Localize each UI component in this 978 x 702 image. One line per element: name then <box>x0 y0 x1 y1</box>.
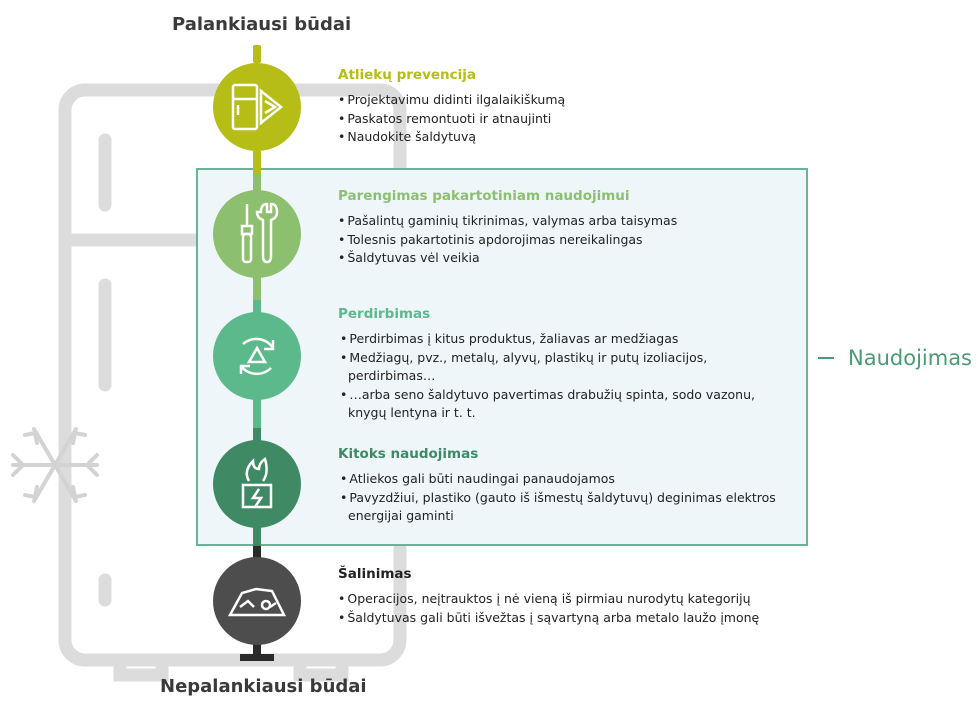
stage-title: Šalinimas <box>338 566 412 582</box>
fridge-recycle-icon <box>231 83 284 131</box>
connector-1 <box>253 45 261 63</box>
connector-6 <box>253 396 261 444</box>
recycling-arrows-icon <box>239 337 275 376</box>
screwdriver-wrench-icon <box>240 202 279 264</box>
side-dash <box>818 357 834 359</box>
connector-7 <box>253 428 261 446</box>
stage-item: Naudokite šaldytuvą <box>338 128 565 147</box>
stage-other-use: Kitoks naudojimas Atliekos gali būti nau… <box>338 446 788 526</box>
reuse-circle <box>213 190 301 278</box>
stage-title: Kitoks naudojimas <box>338 446 479 462</box>
stage-prevention: Atliekų prevencija Projektavimu didinti … <box>338 67 565 147</box>
recycling-circle <box>213 312 301 400</box>
stage-item: …arba seno šaldytuvo pavertimas drabužių… <box>338 386 768 423</box>
stage-item: Projektavimu didinti ilgalaikiškumą <box>338 91 565 110</box>
connector-4 <box>253 268 261 312</box>
stage-title: Atliekų prevencija <box>338 67 477 83</box>
stage-item: Paskatos remontuoti ir atnaujinti <box>338 110 565 129</box>
usage-side-label: Naudojimas <box>818 346 972 370</box>
stage-title: Perdirbimas <box>338 306 431 322</box>
stage-item: Medžiagų, pvz., metalų, alyvų, plastikų … <box>338 349 768 386</box>
landfill-icon <box>227 587 287 617</box>
stage-item: Tolesnis pakartotinis apdorojimas nereik… <box>338 231 677 250</box>
stage-item: Šaldytuvas gali būti išvežtas į sąvartyn… <box>338 609 759 628</box>
connector-5 <box>253 300 261 320</box>
stage-item: Operacijos, neįtrauktos į nė vieną iš pi… <box>338 590 759 609</box>
connector-8 <box>253 520 261 560</box>
stage-disposal: Šalinimas Operacijos, neįtrauktos į nė v… <box>338 566 759 627</box>
bottom-title: Nepalankiausi būdai <box>160 676 367 697</box>
side-label-text: Naudojimas <box>848 346 973 370</box>
snowflake-icon <box>11 427 99 503</box>
top-title: Palankiausi būdai <box>172 14 352 35</box>
stage-item: Šaldytuvas vėl veikia <box>338 249 677 268</box>
connector-3 <box>253 174 261 196</box>
disposal-circle <box>213 557 301 645</box>
stage-recycling: Perdirbimas Perdirbimas į kitus produktu… <box>338 306 768 423</box>
stage-item: Pavyzdžiui, plastiko (gauto iš išmestų š… <box>338 489 788 526</box>
stage-item: Perdirbimas į kitus produktus, žaliavas … <box>338 330 768 349</box>
other-use-circle <box>213 440 301 528</box>
connector-2 <box>253 151 261 181</box>
prevention-circle <box>213 63 301 151</box>
stage-reuse: Parengimas pakartotiniam naudojimui Paša… <box>338 188 677 268</box>
connector-9 <box>253 546 261 564</box>
stage-title: Parengimas pakartotiniam naudojimui <box>338 188 630 204</box>
bottom-cap <box>240 654 274 661</box>
stage-item: Atliekos gali būti naudingai panaudojamo… <box>338 470 788 489</box>
connector-10 <box>253 636 261 656</box>
stage-item: Pašalintų gaminių tikrinimas, valymas ar… <box>338 212 677 231</box>
flame-energy-icon <box>241 457 273 509</box>
